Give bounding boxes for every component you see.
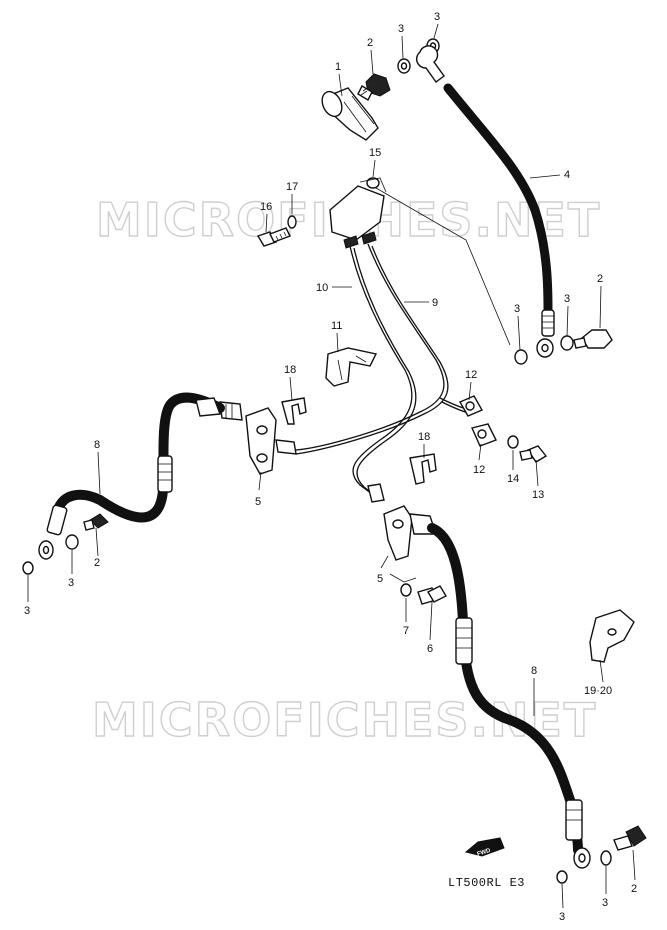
callout-4: 4 [564,169,570,181]
callout-5: 5 [255,496,261,508]
fwd-arrow: FWD [464,837,505,858]
bolt-13 [519,445,548,463]
brake-hose-8-left [38,392,243,560]
callout-11: 11 [331,320,342,332]
washer-17 [287,215,297,229]
callout-10: 10 [316,282,328,294]
bracket-19-20 [589,609,635,663]
clip-18-lower [409,453,437,485]
washer-3-left-a [65,534,79,550]
callout-3: 3 [24,605,30,617]
bolt-16 [256,227,291,247]
clip-18-upper [281,397,307,425]
washer-3-right-a [556,870,568,884]
union-bolt-2-top [357,73,391,101]
callout-18: 18 [418,431,430,443]
callout-9: 9 [432,297,438,309]
callout-3: 3 [559,911,565,923]
hose-bracket-5-upper [245,407,297,475]
callout-3: 3 [68,577,74,589]
union-bolt-2-right [573,329,613,349]
callout-2: 2 [367,37,373,49]
union-fitting-1 [321,87,379,141]
callout-3: 3 [514,303,520,315]
callout-8: 8 [94,439,100,451]
callout-1: 1 [335,61,341,73]
callout-3: 3 [434,11,440,23]
clamp-12-lower [471,423,497,447]
callout-2: 2 [631,883,637,895]
callout-19-20: 19·20 [584,685,612,697]
junction-block-15 [329,177,511,346]
washer-7 [400,583,412,597]
brake-pipes [295,243,473,497]
washer-3-left-b [22,561,34,575]
callout-2: 2 [597,273,603,285]
washer-14 [507,435,519,449]
hose-bracket-5-lower [367,483,413,561]
callout-18: 18 [284,364,296,376]
callout-14: 14 [507,473,519,485]
callout-7: 7 [403,625,409,637]
union-bolt-2-left [83,513,109,531]
callout-12: 12 [465,369,477,381]
callout-5: 5 [377,573,383,585]
washer-3-d [560,335,574,351]
callout-3: 3 [398,23,404,35]
washer-3-c [514,349,528,365]
leader-5-lower [389,573,417,583]
brake-hose-8-right [409,513,591,869]
union-bolt-2-bottom [613,825,647,851]
callout-labels: 1 2 3 3 4 15 17 16 10 9 2 3 3 11 18 12 8… [24,11,637,923]
clamp-12-upper [459,395,483,417]
washer-3-right-b [600,850,612,866]
bolt-6 [417,585,447,605]
washer-3-a-hole [400,62,408,70]
callout-2: 2 [94,557,100,569]
callout-3: 3 [602,897,608,909]
leader-lines [27,23,636,909]
bracket-11 [325,347,378,387]
callout-3: 3 [564,293,570,305]
callout-13: 13 [532,489,544,501]
fwd-label: FWD [476,848,491,858]
model-code: LT500RL E3 [448,876,525,890]
callout-6: 6 [427,643,433,655]
callout-17: 17 [286,181,298,193]
callout-12: 12 [473,464,485,476]
brake-hose-4 [416,45,555,358]
callout-16: 16 [260,201,272,213]
callout-15: 15 [369,147,381,159]
callout-8: 8 [531,665,537,677]
